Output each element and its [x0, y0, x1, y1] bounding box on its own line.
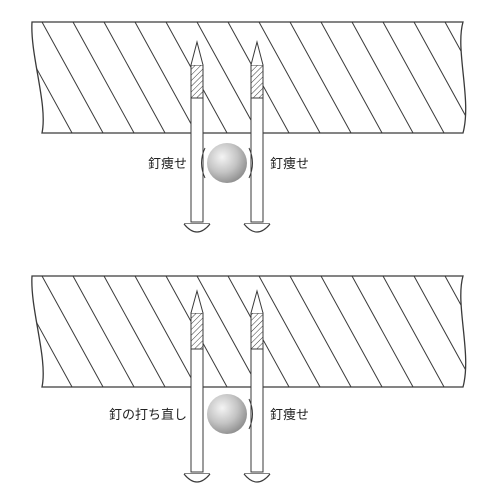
hatch-line: [134, 22, 197, 133]
bracket-right: [248, 398, 253, 430]
hatch-line: [444, 276, 466, 387]
label-bottom-left: 釘の打ち直し: [109, 407, 187, 423]
hatch-line: [382, 22, 445, 133]
wood-hatching: [31, 276, 500, 387]
hatch-line: [476, 276, 500, 387]
hatch-line: [72, 276, 135, 387]
hatch-line: [413, 276, 466, 387]
nail-left: [183, 40, 211, 233]
steel-ball: [207, 394, 247, 434]
bracket-right: [248, 147, 253, 179]
panel-bottom: 釘の打ち直し 釘痩せ: [31, 275, 500, 483]
nail-right: [243, 40, 271, 233]
hatch-line: [351, 276, 414, 387]
ball-with-brackets: [201, 143, 253, 183]
hatch-line: [41, 276, 104, 387]
hatch-line: [289, 276, 352, 387]
wood-board: [31, 21, 500, 134]
hatch-line: [382, 276, 445, 387]
nail-right: [243, 289, 271, 483]
hatch-line: [289, 22, 352, 133]
hatch-line: [320, 276, 383, 387]
bracket-left: [201, 147, 206, 179]
hatch-line: [258, 276, 321, 387]
hatch-line: [196, 276, 259, 387]
hatch-line: [31, 276, 73, 387]
hatch-line: [351, 22, 414, 133]
hatch-line: [31, 22, 73, 133]
hatch-line: [103, 276, 166, 387]
label-bottom-right: 釘痩せ: [270, 407, 309, 423]
hatch-line: [31, 276, 42, 387]
hatch-line: [258, 22, 321, 133]
hatch-line: [72, 22, 135, 133]
nail-left: [183, 289, 211, 483]
wood-board: [31, 275, 500, 388]
panel-top: 釘痩せ 釘痩せ: [31, 21, 500, 233]
hatch-line: [196, 22, 259, 133]
hatch-line: [134, 276, 197, 387]
label-top-left: 釘痩せ: [148, 156, 187, 172]
hatch-line: [31, 22, 42, 133]
label-top-right: 釘痩せ: [270, 156, 309, 172]
hatch-line: [444, 22, 466, 133]
hatch-line: [476, 22, 500, 133]
hatch-line: [41, 22, 104, 133]
ball-with-brackets: [207, 394, 253, 434]
board-outline: [31, 275, 467, 388]
hatch-line: [413, 22, 466, 133]
hatch-line: [320, 22, 383, 133]
hatch-line: [103, 22, 166, 133]
wood-hatching: [31, 22, 500, 133]
board-outline: [31, 21, 467, 134]
steel-ball: [207, 143, 247, 183]
